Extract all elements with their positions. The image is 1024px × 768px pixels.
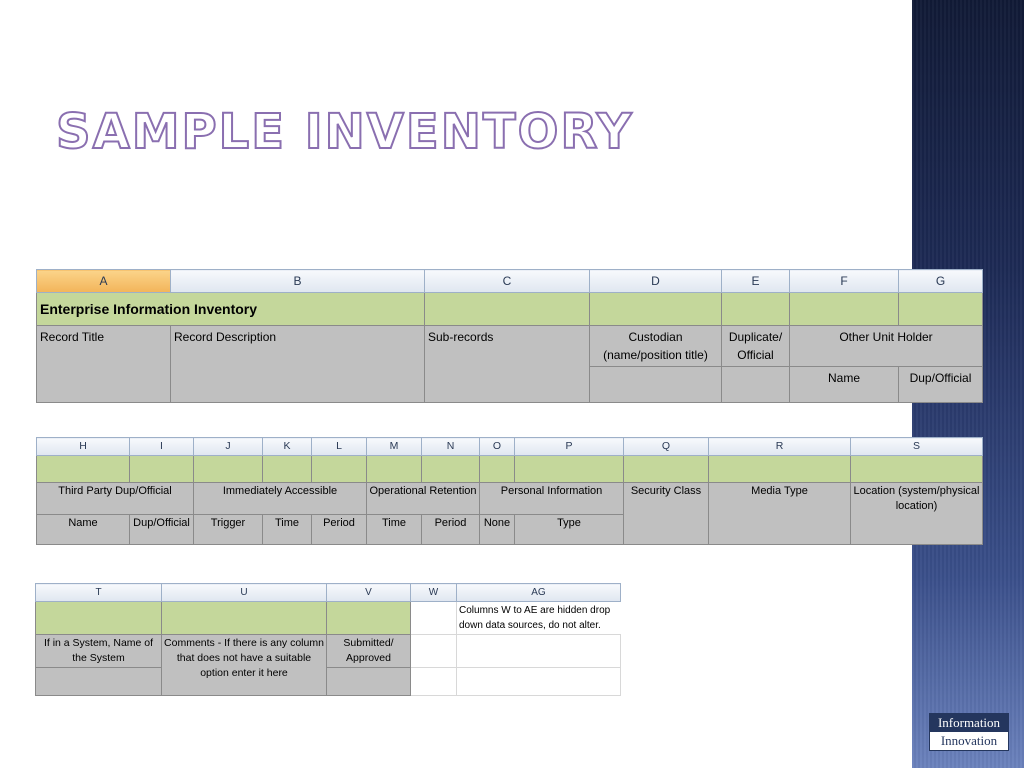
personal-information-header[interactable]: Personal Information — [479, 482, 624, 515]
column-header-r[interactable]: R — [708, 437, 851, 456]
cell-v1[interactable] — [326, 601, 411, 635]
cell-u1[interactable] — [161, 601, 327, 635]
cell-n1[interactable] — [421, 455, 480, 483]
cell-k1[interactable] — [262, 455, 312, 483]
cell-g1[interactable] — [898, 292, 983, 326]
personal-info-type-header[interactable]: Type — [514, 514, 624, 545]
column-header-h[interactable]: H — [36, 437, 130, 456]
column-header-g[interactable]: G — [898, 269, 983, 293]
cell-v3[interactable] — [326, 667, 411, 696]
cell-w1[interactable] — [410, 601, 457, 635]
column-header-v[interactable]: V — [326, 583, 411, 602]
immediately-accessible-header[interactable]: Immediately Accessible — [193, 482, 367, 515]
cell-ag3[interactable] — [456, 667, 621, 696]
custodian-header[interactable]: Custodian (name/position title) — [589, 325, 722, 367]
cell-o1[interactable] — [479, 455, 515, 483]
column-header-k[interactable]: K — [262, 437, 312, 456]
column-header-t[interactable]: T — [35, 583, 162, 602]
column-header-q[interactable]: Q — [623, 437, 709, 456]
column-header-p[interactable]: P — [514, 437, 624, 456]
logo-line-information: Information — [930, 714, 1008, 732]
retention-time-header[interactable]: Time — [366, 514, 422, 545]
security-class-header[interactable]: Security Class — [623, 482, 709, 545]
cell-p1[interactable] — [514, 455, 624, 483]
third-party-name-header[interactable]: Name — [36, 514, 130, 545]
information-innovation-logo: Information Innovation — [929, 713, 1009, 751]
cell-t1[interactable] — [35, 601, 162, 635]
accessible-period-header[interactable]: Period — [311, 514, 367, 545]
column-header-n[interactable]: N — [421, 437, 480, 456]
column-header-a[interactable]: A — [36, 269, 171, 293]
inventory-table-part-2: H I J K L M N O P Q R S Third Party Dup/… — [36, 437, 983, 545]
cell-c1[interactable] — [424, 292, 590, 326]
cell-h1[interactable] — [36, 455, 130, 483]
sub-records-header[interactable]: Sub-records — [424, 325, 590, 403]
other-unit-holder-header[interactable]: Other Unit Holder — [789, 325, 983, 367]
operational-retention-header[interactable]: Operational Retention — [366, 482, 480, 515]
cell-t3[interactable] — [35, 667, 162, 696]
other-holder-name-header[interactable]: Name — [789, 366, 899, 403]
location-header[interactable]: Location (system/physical location) — [850, 482, 983, 545]
cell-m1[interactable] — [366, 455, 422, 483]
other-holder-dup-official-header[interactable]: Dup/Official — [898, 366, 983, 403]
column-header-ag[interactable]: AG — [456, 583, 621, 602]
cell-s1[interactable] — [850, 455, 983, 483]
inventory-table-part-1: A B C D E F G Enterprise Information Inv… — [36, 269, 983, 403]
column-header-s[interactable]: S — [850, 437, 983, 456]
inventory-table-part-3: T U V W AG Columns W to AE are hidden dr… — [35, 583, 621, 696]
system-name-header[interactable]: If in a System, Name of the System — [35, 634, 162, 668]
accessible-trigger-header[interactable]: Trigger — [193, 514, 263, 545]
cell-l1[interactable] — [311, 455, 367, 483]
hidden-columns-note: Columns W to AE are hidden drop down dat… — [456, 601, 621, 635]
column-header-w[interactable]: W — [410, 583, 457, 602]
duplicate-official-header[interactable]: Duplicate/ Official — [721, 325, 790, 367]
column-header-o[interactable]: O — [479, 437, 515, 456]
cell-f1[interactable] — [789, 292, 899, 326]
cell-e3[interactable] — [721, 366, 790, 403]
cell-j1[interactable] — [193, 455, 263, 483]
cell-d3[interactable] — [589, 366, 722, 403]
column-header-f[interactable]: F — [789, 269, 899, 293]
column-header-d[interactable]: D — [589, 269, 722, 293]
logo-line-innovation: Innovation — [930, 732, 1008, 750]
cell-q1[interactable] — [623, 455, 709, 483]
third-party-dup-official-header[interactable]: Dup/Official — [129, 514, 194, 545]
cell-ag2[interactable] — [456, 634, 621, 668]
column-header-j[interactable]: J — [193, 437, 263, 456]
media-type-header[interactable]: Media Type — [708, 482, 851, 545]
cell-w2[interactable] — [410, 634, 457, 668]
cell-e1[interactable] — [721, 292, 790, 326]
record-description-header[interactable]: Record Description — [170, 325, 425, 403]
submitted-approved-header[interactable]: Submitted/ Approved — [326, 634, 411, 668]
accessible-time-header[interactable]: Time — [262, 514, 312, 545]
column-header-l[interactable]: L — [311, 437, 367, 456]
cell-r1[interactable] — [708, 455, 851, 483]
cell-d1[interactable] — [589, 292, 722, 326]
third-party-header[interactable]: Third Party Dup/Official — [36, 482, 194, 515]
retention-period-header[interactable]: Period — [421, 514, 480, 545]
personal-info-none-header[interactable]: None — [479, 514, 515, 545]
column-header-e[interactable]: E — [721, 269, 790, 293]
column-header-b[interactable]: B — [170, 269, 425, 293]
record-title-header[interactable]: Record Title — [36, 325, 171, 403]
column-header-i[interactable]: I — [129, 437, 194, 456]
slide-title: Sample Inventory — [55, 103, 634, 161]
inventory-title-cell[interactable]: Enterprise Information Inventory — [36, 292, 425, 326]
cell-w3[interactable] — [410, 667, 457, 696]
column-header-m[interactable]: M — [366, 437, 422, 456]
comments-header[interactable]: Comments - If there is any column that d… — [161, 634, 327, 696]
column-header-u[interactable]: U — [161, 583, 327, 602]
column-header-c[interactable]: C — [424, 269, 590, 293]
cell-i1[interactable] — [129, 455, 194, 483]
